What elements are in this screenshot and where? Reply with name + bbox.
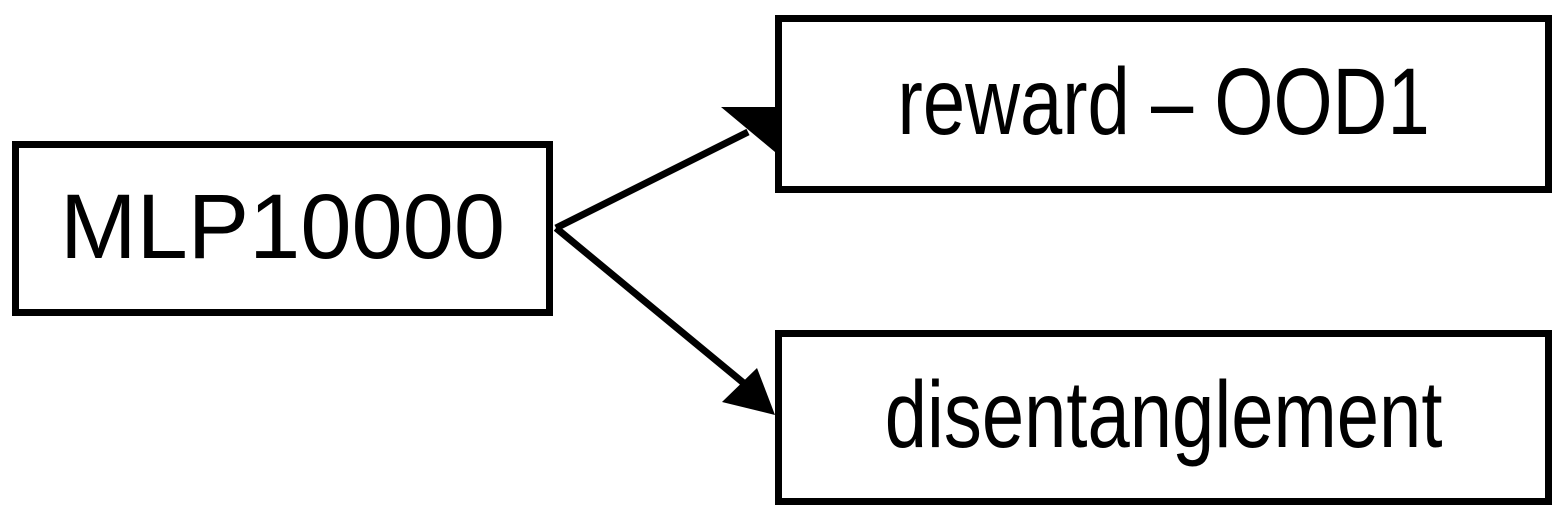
edge-source-to-disentanglement — [553, 225, 775, 415]
node-label-reward-ood1: reward – OOD1 — [897, 48, 1430, 155]
node-reward-ood1[interactable]: reward – OOD1 — [775, 15, 1552, 193]
node-disentanglement[interactable]: disentanglement — [775, 330, 1552, 505]
arrowhead-icon-to-disentanglement — [722, 368, 775, 415]
edge-source-to-reward — [554, 107, 775, 232]
edge-line-source-to-disentanglement — [553, 225, 749, 388]
edge-line-source-to-reward — [554, 128, 750, 232]
arrowhead-icon-to-reward — [721, 107, 775, 152]
node-mlp10000[interactable]: MLP10000 — [12, 141, 553, 316]
node-label-disentanglement: disentanglement — [884, 362, 1443, 468]
node-label-mlp10000: MLP10000 — [60, 175, 505, 278]
